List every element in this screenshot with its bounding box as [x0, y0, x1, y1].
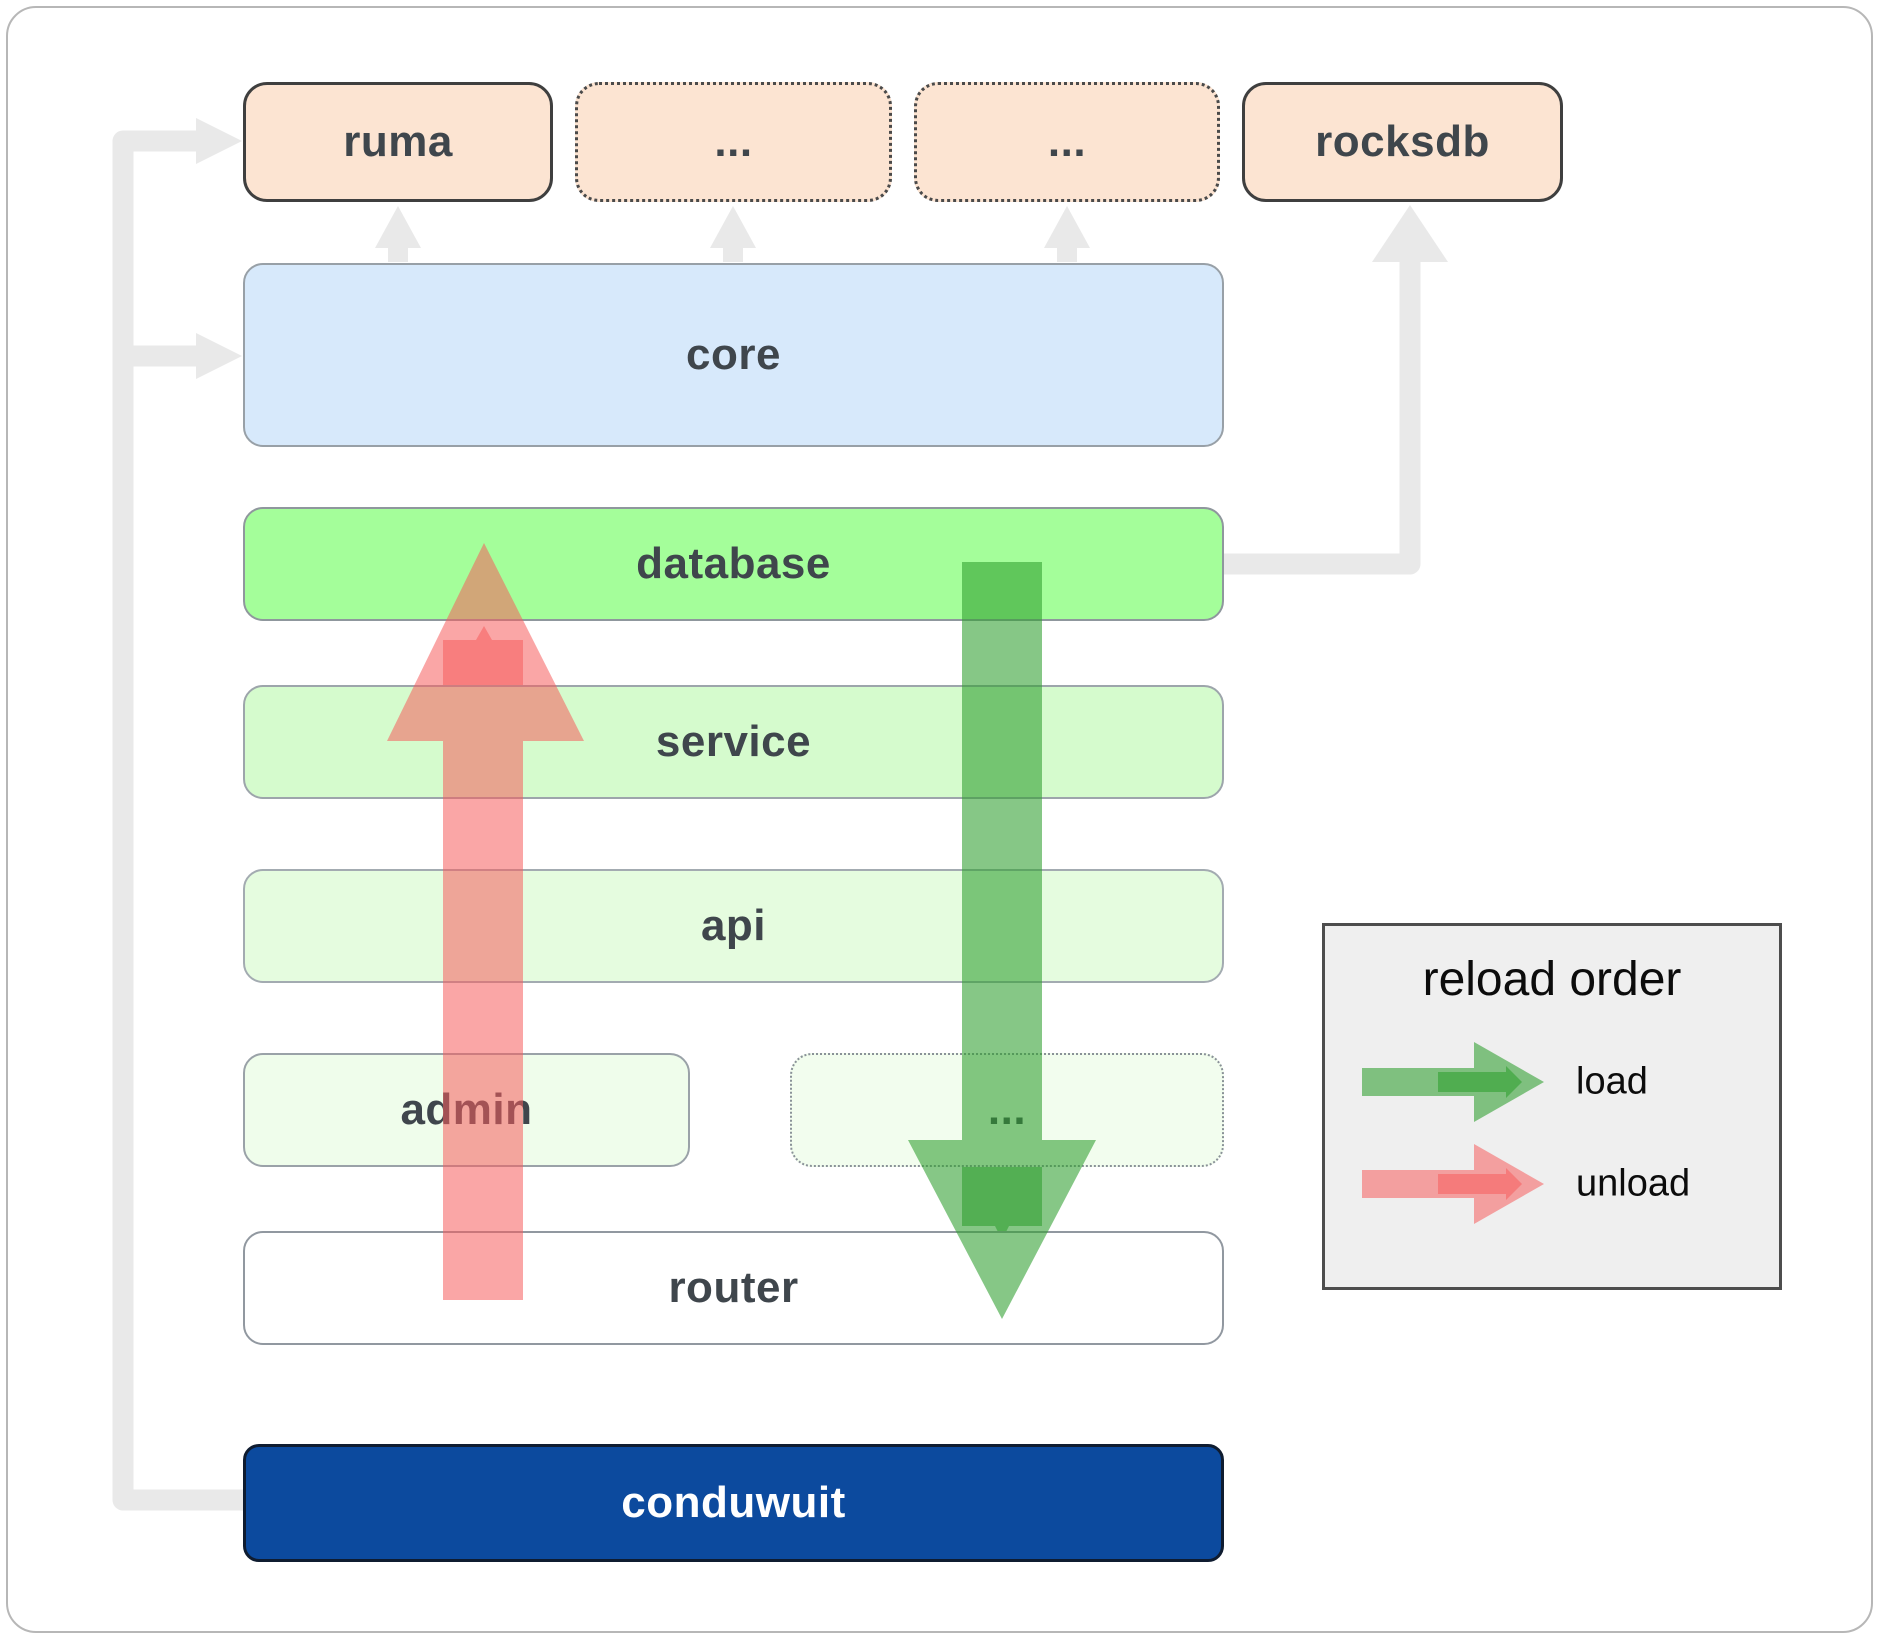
crate-box-ellipsis-1-label: ...: [714, 117, 753, 166]
legend-item-unload-label: unload: [1576, 1162, 1691, 1205]
crate-box-rocksdb-label: rocksdb: [1315, 117, 1490, 166]
layer-box-core: core: [243, 263, 1224, 447]
layer-box-router-label: router: [668, 1263, 799, 1312]
layer-box-ellipsis: ...: [790, 1053, 1224, 1167]
layer-box-service-label: service: [655, 717, 812, 766]
crate-box-ellipsis-1: ...: [575, 82, 892, 202]
layer-box-api-label: api: [700, 901, 767, 950]
crate-box-ellipsis-2-label: ...: [1047, 117, 1087, 166]
layer-box-router: router: [243, 1231, 1224, 1345]
layer-box-conduwuit-label: conduwuit: [621, 1478, 846, 1527]
legend-title: reload order: [1422, 953, 1682, 1006]
layer-box-service: service: [243, 685, 1224, 799]
layer-box-api: api: [243, 869, 1224, 983]
legend-item-load-label: load: [1576, 1060, 1648, 1103]
layer-box-admin-label: admin: [400, 1085, 533, 1134]
crate-box-ruma: ruma: [243, 82, 553, 202]
crate-box-rocksdb: rocksdb: [1242, 82, 1563, 202]
layer-box-database-label: database: [636, 539, 831, 588]
layer-box-conduwuit: conduwuit: [243, 1444, 1224, 1562]
layer-box-ellipsis-label: ...: [987, 1085, 1027, 1134]
diagram-border: [6, 6, 1873, 1633]
crate-box-ruma-label: ruma: [343, 117, 453, 166]
crate-box-ellipsis-2: ...: [914, 82, 1220, 202]
layer-box-admin: admin: [243, 1053, 690, 1167]
layer-box-core-label: core: [686, 330, 781, 379]
layer-box-database: database: [243, 507, 1224, 621]
